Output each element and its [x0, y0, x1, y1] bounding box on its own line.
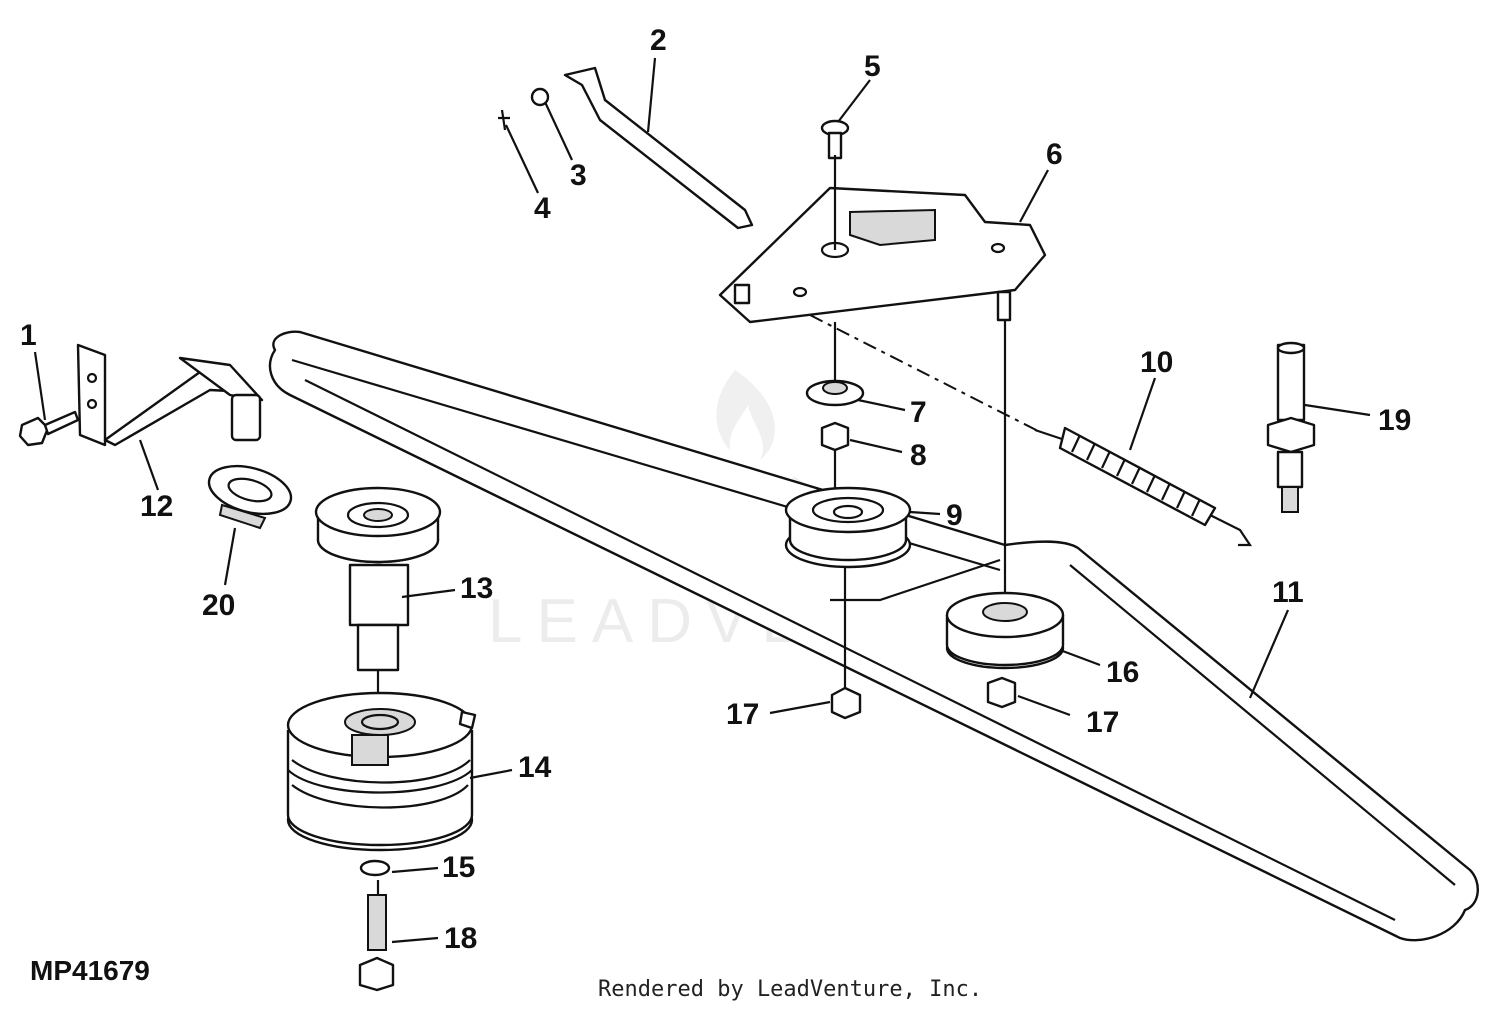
bracket-12: [76, 343, 264, 447]
callout-2: 2: [650, 24, 667, 57]
nut-8: [820, 421, 850, 452]
callout-3: 3: [570, 159, 587, 192]
callout-8: 8: [910, 439, 927, 472]
lever-2: [498, 66, 754, 230]
diagram-id: MP41679: [30, 955, 150, 986]
credit-text: Rendered by LeadVenture, Inc.: [598, 977, 982, 1002]
callout-16: 16: [1106, 656, 1139, 689]
callout-17-right: 17: [1086, 706, 1119, 739]
callout-18: 18: [444, 922, 477, 955]
callout-15: 15: [442, 851, 475, 884]
plate-6: [718, 186, 1047, 324]
callout-13: 13: [460, 572, 493, 605]
idler-pulley-9: [784, 486, 912, 569]
bolt-18: [358, 894, 395, 992]
callout-20: 20: [202, 589, 235, 622]
spring-10: [1034, 426, 1253, 547]
plate-stud: [996, 290, 1012, 322]
leader-lines: [33, 57, 1371, 944]
callout-10: 10: [1140, 346, 1173, 379]
callout-14: 14: [518, 751, 552, 784]
callout-5: 5: [864, 50, 881, 83]
bolt-5: [820, 119, 850, 160]
callout-6: 6: [1046, 138, 1063, 171]
callout-11: 11: [1272, 576, 1304, 609]
spindle-pulley-13: [314, 486, 442, 672]
washer-15: [359, 859, 391, 877]
callout-17-left: 17: [726, 698, 759, 731]
cap-20: [207, 393, 293, 530]
bearing-7: [805, 379, 865, 407]
stud-19: [1266, 341, 1316, 513]
callout-4: 4: [534, 192, 551, 225]
belt: [268, 330, 1479, 942]
callout-9: 9: [946, 499, 963, 532]
callout-1: 1: [20, 319, 37, 352]
nut-17-right: [986, 676, 1017, 709]
callout-12: 12: [140, 490, 173, 523]
callout-19: 19: [1378, 404, 1411, 437]
nut-17-left: [830, 686, 862, 720]
clutch-14: [286, 691, 477, 852]
pulley-16: [945, 591, 1065, 670]
callout-7: 7: [910, 396, 927, 429]
bolt-1: [18, 410, 80, 447]
